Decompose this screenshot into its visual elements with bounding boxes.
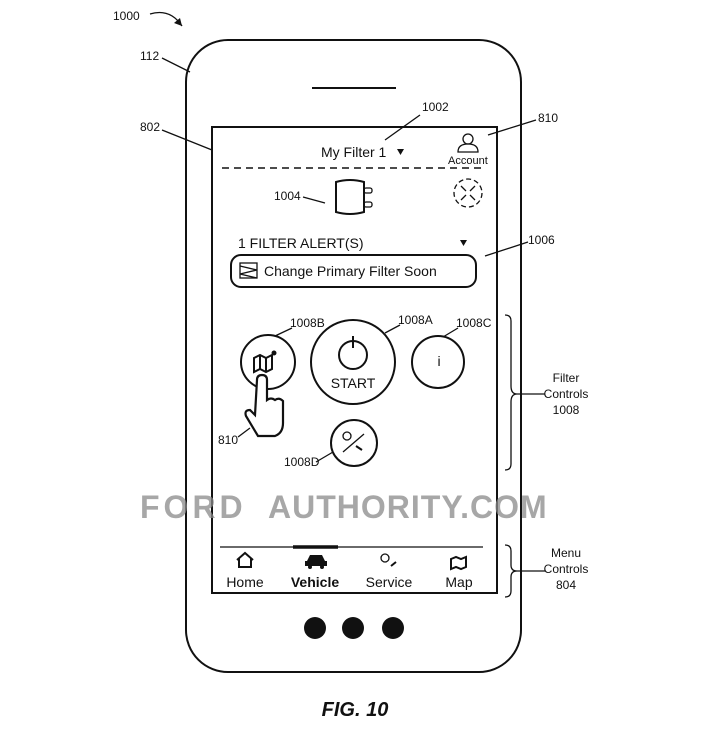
nav-label: Home (226, 574, 264, 590)
ref-menu-controls-1: Menu (551, 546, 581, 560)
account-icon (462, 133, 474, 145)
leader-line (384, 324, 401, 334)
watermark-right: AUTHORITY.COM (268, 489, 548, 525)
hardware-button[interactable] (342, 617, 364, 639)
caret-down-icon (460, 240, 467, 246)
account-label: Account (448, 155, 488, 167)
ref-filter-selector: 1002 (422, 100, 449, 114)
alert-item[interactable]: Change Primary Filter Soon (230, 254, 477, 288)
leader-line (384, 114, 421, 141)
ref-menu-controls-2: Controls (544, 562, 589, 576)
leader-line (442, 327, 459, 338)
ref-filter-image: 1004 (274, 189, 301, 203)
menu-controls-brace (504, 544, 518, 598)
info-button[interactable]: i (411, 335, 465, 389)
start-label: START (331, 375, 376, 391)
expand-button[interactable] (453, 178, 483, 208)
nav-item-service[interactable]: Service (366, 553, 413, 590)
caret-down-icon (397, 149, 404, 155)
ref-start: 1008A (398, 313, 433, 327)
ref-service: 1008D (284, 455, 320, 469)
ref-filter-controls-1: Filter (553, 371, 580, 385)
collapse-icon (453, 178, 483, 208)
ref-filter-controls-2: Controls (544, 387, 589, 401)
leader-line (484, 241, 529, 257)
hand-pointer-icon (244, 373, 285, 438)
map-icon (450, 555, 467, 571)
service-icon (380, 553, 397, 567)
info-icon: i (437, 353, 440, 369)
leader-line (302, 196, 326, 204)
screen (211, 126, 498, 594)
account-button[interactable]: Account (448, 133, 488, 167)
hardware-button[interactable] (382, 617, 404, 639)
phone-body (185, 39, 522, 673)
leader-line (487, 119, 537, 136)
filter-image (335, 179, 373, 215)
leader-line (274, 327, 293, 337)
ref-device: 112 (140, 49, 159, 63)
nav-item-home[interactable]: Home (226, 551, 264, 590)
filter-controls-brace (504, 314, 518, 471)
nav-item-map[interactable]: Map (445, 555, 473, 590)
alerts-title: 1 FILTER ALERT(S) (238, 235, 364, 251)
leader-line (237, 427, 251, 438)
nav-label: Map (445, 574, 472, 590)
ref-alerts: 1006 (528, 233, 555, 247)
home-icon (236, 551, 254, 568)
watermark-left: FORD (140, 489, 247, 525)
watermark: FORD AUTHORITY.COM (140, 489, 548, 525)
filter-selector[interactable]: My Filter 1 (321, 144, 404, 160)
service-control-button[interactable] (330, 419, 378, 467)
map-pin-icon (253, 350, 277, 374)
filter-name: My Filter 1 (321, 144, 387, 160)
nav-label: Service (366, 574, 413, 590)
leader-line (315, 451, 334, 463)
nav-item-vehicle[interactable]: Vehicle (291, 555, 339, 590)
ref-hand: 810 (218, 433, 238, 447)
ref-menu-controls-3: 804 (556, 578, 576, 592)
ref-account: 810 (538, 111, 558, 125)
ref-figure: 1000 (113, 9, 140, 23)
alert-message: Change Primary Filter Soon (264, 263, 437, 279)
alerts-dropdown[interactable]: 1 FILTER ALERT(S) (238, 235, 467, 251)
leader-line (161, 129, 213, 151)
leader-line (161, 57, 191, 73)
car-icon (305, 555, 327, 566)
ref-info: 1008C (456, 316, 492, 330)
hardware-button[interactable] (304, 617, 326, 639)
figure-caption: FIG. 10 (322, 699, 389, 721)
gear-wrench-icon (342, 431, 365, 453)
ref-filter-controls-3: 1008 (553, 403, 580, 417)
ref-screen: 802 (140, 120, 160, 134)
nav-label: Vehicle (291, 574, 339, 590)
filter-media-icon (239, 262, 258, 279)
figure-arrow-head (174, 18, 182, 26)
start-button[interactable]: START (310, 319, 396, 405)
ref-map: 1008B (290, 316, 325, 330)
